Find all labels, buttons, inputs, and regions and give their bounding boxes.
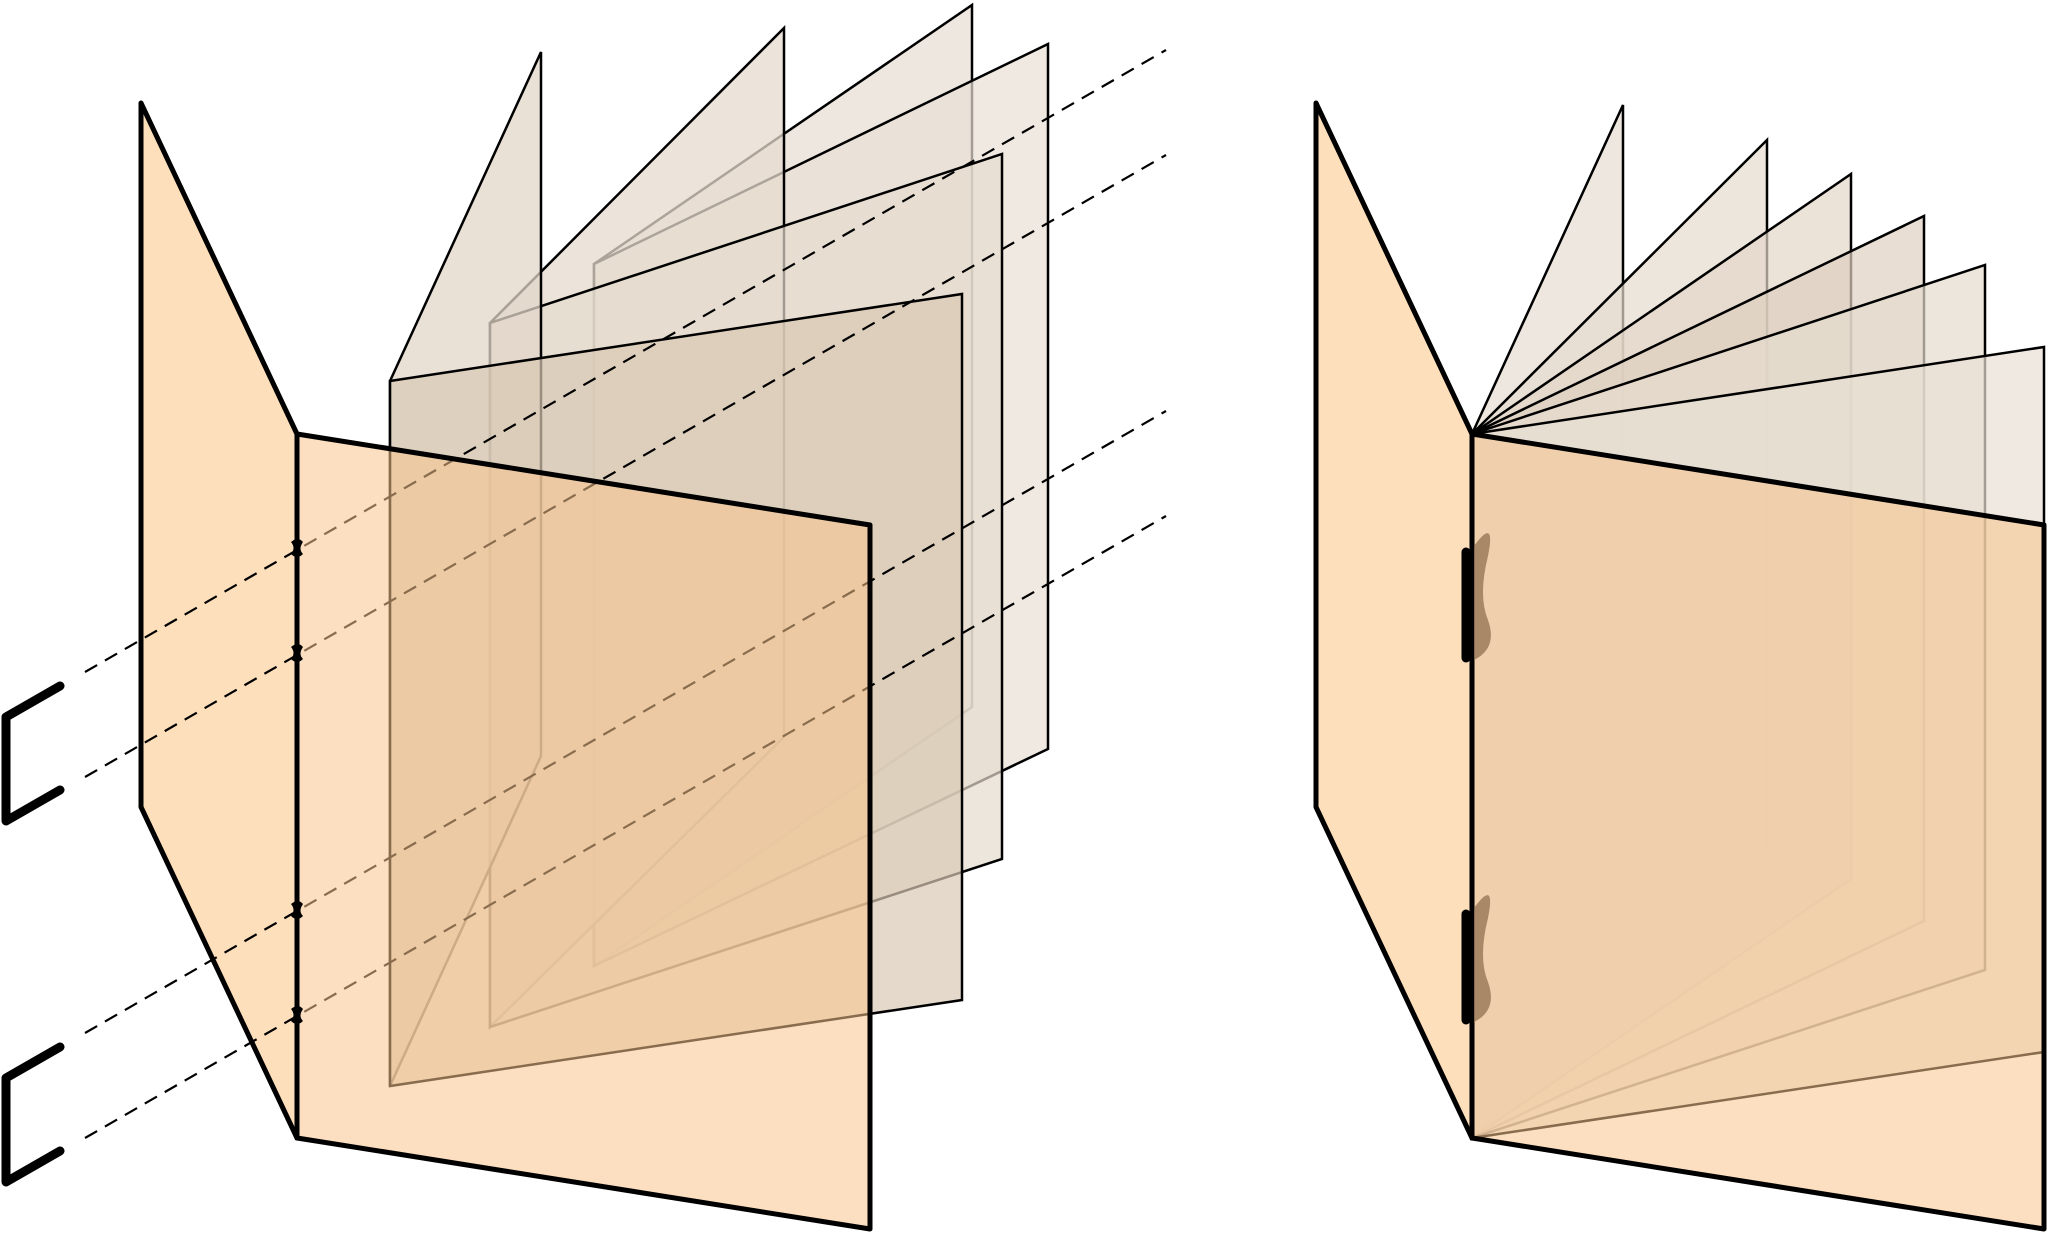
guide-line-1 [84,49,1167,673]
exploded-front-cover [294,431,873,1232]
stitch-mark-2 [291,644,303,662]
staples [1,681,65,1187]
closed-staple-bottom-shadow [1474,895,1491,1022]
staple-top [1,681,65,826]
stitch-mark-3 [291,901,303,919]
exploded-view [1,2,1167,1232]
stitch-mark-4 [291,1006,303,1024]
closed-staple-top-shadow [1474,533,1491,660]
exploded-back-cover [138,100,300,1141]
stitch-marks [291,539,303,1024]
stitch-mark-1 [291,539,303,557]
guide-line-2 [84,154,1167,778]
staple-bottom [1,1042,65,1187]
closed-staples [1461,533,1491,1025]
assembled-back-cover [1313,100,1475,1141]
assembled-front-cover [1469,431,2047,1232]
assembled-view [1313,100,2047,1232]
